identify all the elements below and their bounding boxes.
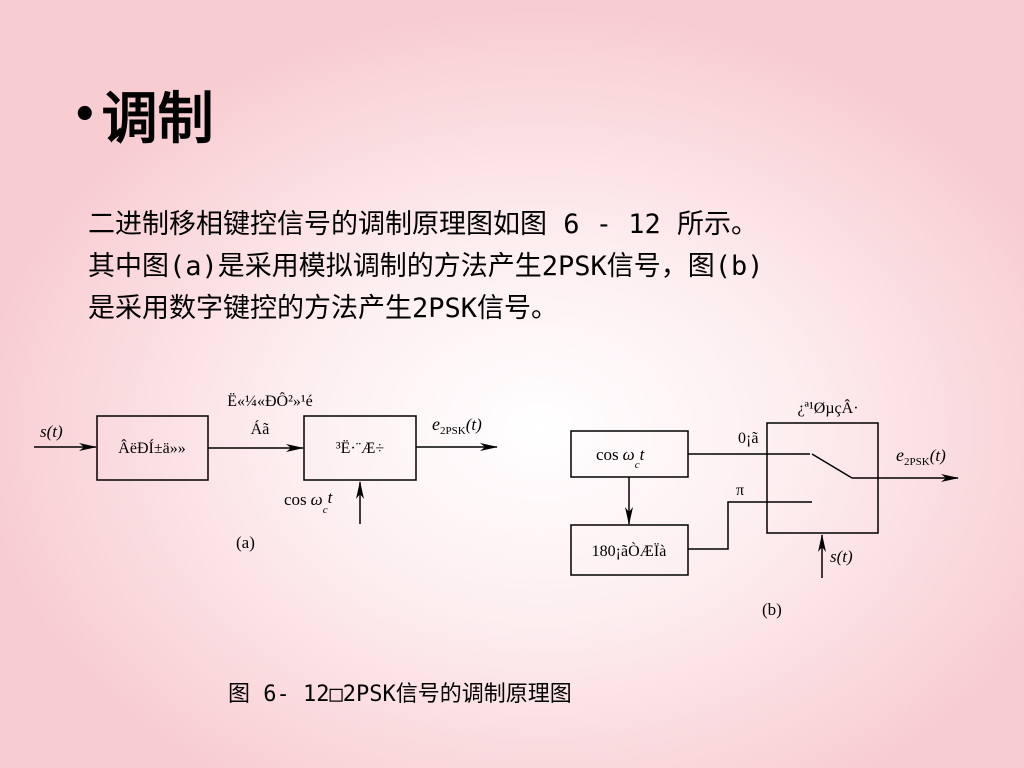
a-carrier-sub: c xyxy=(323,504,328,516)
body-line-2: 其中图(a)是采用模拟调制的方法产生2PSK信号，图(b) xyxy=(88,251,764,282)
a-output-t: (t) xyxy=(466,415,482,434)
a-input-signal: s(t) xyxy=(40,422,63,441)
b-phase-shifter-block xyxy=(570,524,689,576)
body-line-3: 是采用数字键控的方法产生2PSK信号。 xyxy=(88,293,559,324)
b-label: (b) xyxy=(762,600,782,619)
a-label: (a) xyxy=(236,533,255,552)
a-multiplier-block xyxy=(303,415,417,481)
b-output-label: e2PSK(t) xyxy=(896,445,946,468)
figure-caption: 图 6- 12□2PSK信号的调制原理图 xyxy=(228,682,572,707)
a-multiplier-label: ³Ë·¨Æ÷ xyxy=(336,439,384,457)
a-code-converter-label: ÂëÐÍ±ä»» xyxy=(118,438,185,457)
b-phase-shifter-label: 180¡ãÒÆÏà xyxy=(592,541,667,560)
b-pi-phase-line xyxy=(688,501,767,550)
a-mid-label-line1: Ë«¼«ÐÔ²»¹é xyxy=(227,391,313,410)
b-switch-blade xyxy=(811,453,853,479)
b-pi-phase-label: π xyxy=(736,482,744,499)
diagram-a: s(t) ÂëÐÍ±ä»» Ë«¼«ÐÔ²»¹é Áã ³Ë·¨Æ÷ e2PSK… xyxy=(34,391,498,552)
b-osc-cos: cos xyxy=(596,445,619,464)
body-line-1: 二进制移相键控信号的调制原理图如图 6 - 12 所示。 xyxy=(88,209,759,240)
b-zero-phase-label: 0¡ã xyxy=(738,430,758,447)
body-text: 二进制移相键控信号的调制原理图如图 6 - 12 所示。 其中图(a)是采用模拟… xyxy=(88,204,948,330)
b-switch-circuit-label: ¿ª¹ØµçÂ· xyxy=(797,398,858,417)
title-bullet: • xyxy=(72,92,98,138)
b-osc-omega: ω xyxy=(623,445,635,464)
a-output-sub: 2PSK xyxy=(440,425,466,437)
a-mid-label-line2: Áã xyxy=(251,419,270,438)
b-output-e: e xyxy=(896,445,904,465)
a-carrier-t: t xyxy=(328,488,334,507)
slide-title: •调制 xyxy=(72,92,214,148)
a-output-e: e xyxy=(432,414,440,434)
a-carrier-omega: ω xyxy=(311,490,323,509)
title-text: 调制 xyxy=(101,87,214,152)
a-output-label: e2PSK(t) xyxy=(432,414,482,437)
b-control-signal: s(t) xyxy=(830,547,853,566)
b-output-t: (t) xyxy=(930,446,946,465)
b-output-sub: 2PSK xyxy=(904,456,930,468)
b-osc-sub: c xyxy=(635,459,640,471)
a-carrier-cos: cos xyxy=(284,490,307,509)
b-osc-t: t xyxy=(640,445,646,464)
